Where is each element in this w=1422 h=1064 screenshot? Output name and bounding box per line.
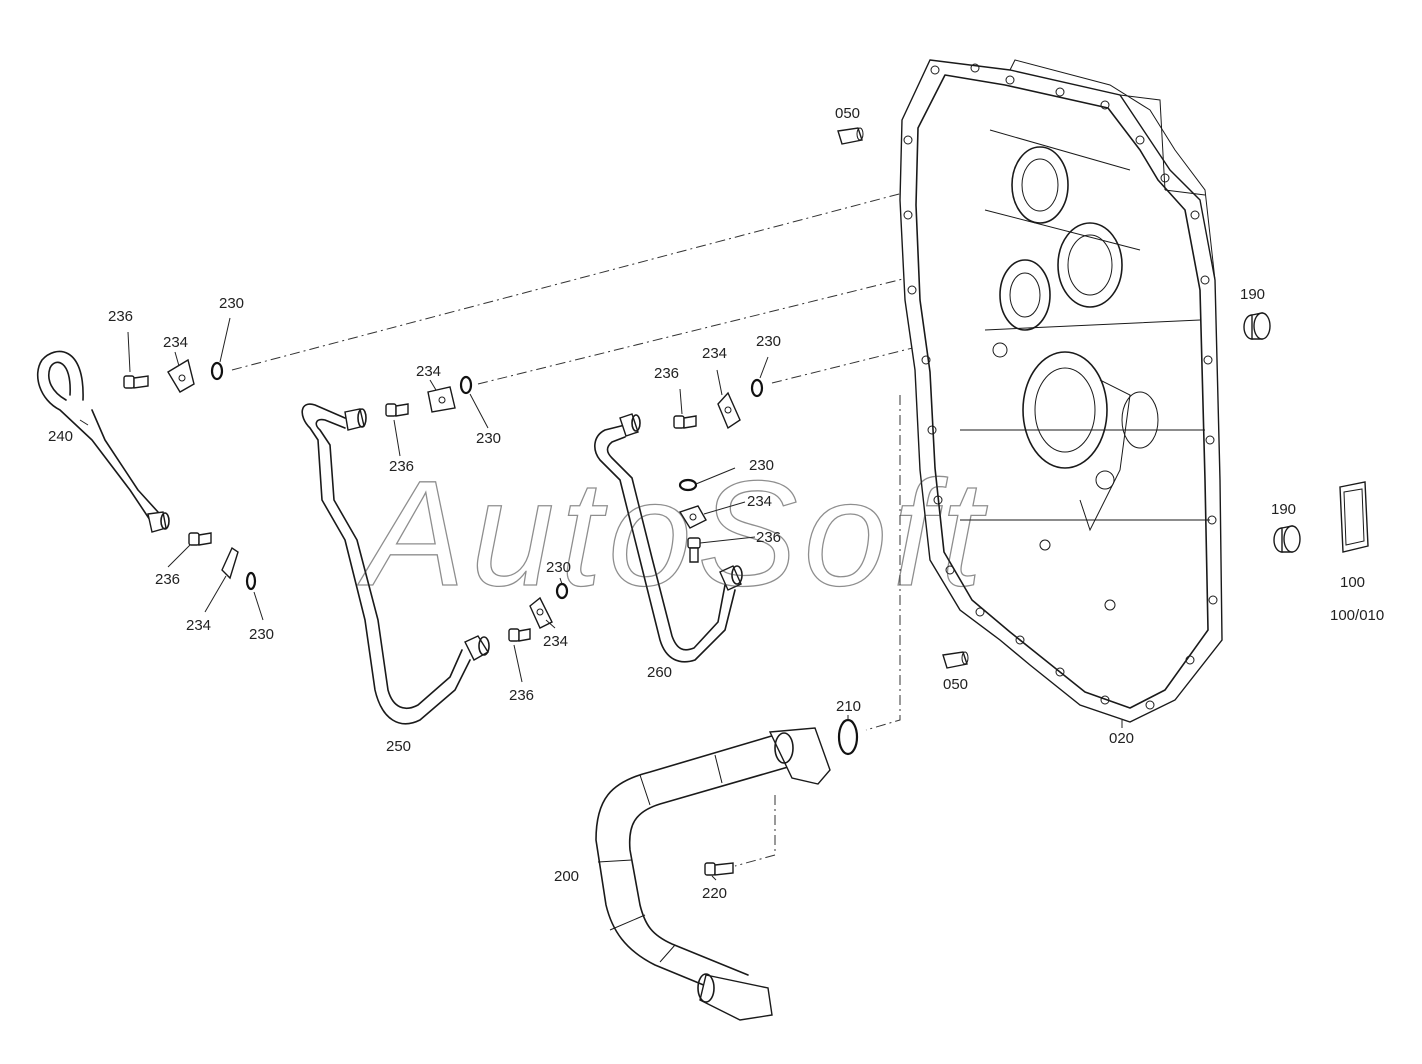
leader-lines	[79, 317, 1123, 881]
fastener-group-bottom-left	[188, 532, 257, 591]
label-230-top-right: 230	[756, 333, 781, 350]
label-220: 220	[702, 885, 727, 902]
label-210: 210	[836, 698, 861, 715]
part-050-dowel-upper	[837, 127, 864, 145]
label-230-right-middle: 230	[749, 457, 774, 474]
label-240: 240	[48, 428, 73, 445]
label-236-right-middle: 236	[756, 529, 781, 546]
fastener-group-top-middle	[385, 375, 473, 417]
part-240-pipe	[36, 350, 170, 533]
fastener-group-right-middle	[678, 478, 707, 563]
label-260: 260	[647, 664, 672, 681]
part-220-bolt	[704, 862, 734, 876]
label-190-lower: 190	[1271, 501, 1296, 518]
label-236-top-middle: 236	[389, 458, 414, 475]
label-234-bottom-left: 234	[186, 617, 211, 634]
watermark: AutoSoft	[357, 449, 988, 617]
label-230-top-middle: 230	[476, 430, 501, 447]
label-250: 250	[386, 738, 411, 755]
label-234-top-right: 234	[702, 345, 727, 362]
part-190-plug-upper	[1243, 312, 1271, 340]
label-236-top-left: 236	[108, 308, 133, 325]
label-230-top-left: 230	[219, 295, 244, 312]
part-250-pipe	[301, 403, 490, 725]
label-236-top-right: 236	[654, 365, 679, 382]
part-200-suction-pipe	[595, 727, 831, 1021]
label-100-010: 100/010	[1330, 607, 1384, 624]
label-050-lower: 050	[943, 676, 968, 693]
label-234-bottom-middle: 234	[543, 633, 568, 650]
part-190-plug-lower	[1273, 525, 1301, 553]
label-236-bottom-left: 236	[155, 571, 180, 588]
fastener-group-top-left	[123, 358, 224, 393]
label-230-bottom-left: 230	[249, 626, 274, 643]
label-234-top-left: 234	[163, 334, 188, 351]
fastener-group-top-right	[673, 378, 764, 430]
housing-bores	[992, 146, 1159, 611]
label-050-upper: 050	[835, 105, 860, 122]
part-050-dowel-lower	[942, 651, 969, 669]
flange-bolt-holes	[903, 63, 1218, 710]
label-234-top-middle: 234	[416, 363, 441, 380]
label-230-bottom-middle: 230	[546, 559, 571, 576]
label-100: 100	[1340, 574, 1365, 591]
label-190-upper: 190	[1240, 286, 1265, 303]
part-labels: 050 050 020 190 190 100 100/010 210 200 …	[48, 105, 1384, 902]
label-200: 200	[554, 868, 579, 885]
label-236-bottom-middle: 236	[509, 687, 534, 704]
part-260-pipe	[594, 413, 743, 663]
part-020-housing	[899, 59, 1223, 723]
label-020: 020	[1109, 730, 1134, 747]
part-100-cover-plate	[1339, 481, 1369, 553]
label-234-right-middle: 234	[747, 493, 772, 510]
part-210-o-ring	[837, 718, 859, 756]
